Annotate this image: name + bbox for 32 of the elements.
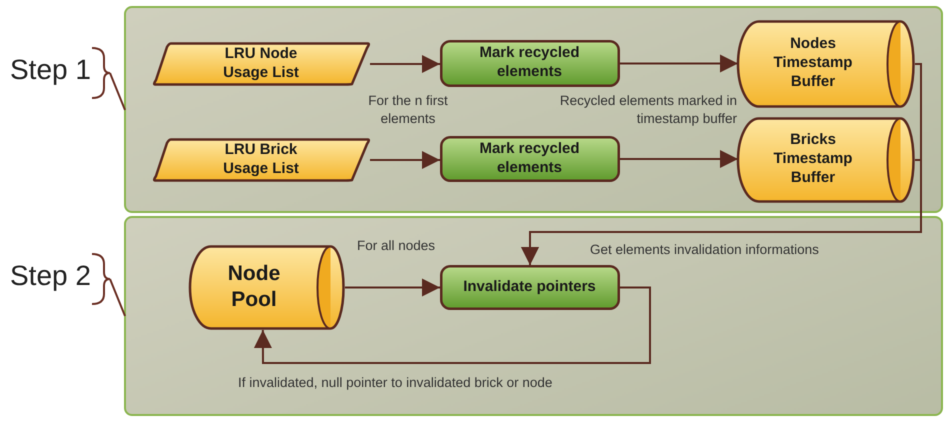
node-label: Nodes Timestamp Buffer bbox=[772, 35, 854, 92]
node-label: Mark recycled elements bbox=[478, 140, 581, 178]
arrow bbox=[620, 150, 738, 168]
process-box bbox=[440, 264, 620, 310]
edge-label: If invalidated, null pointer to invalidated brick or node bbox=[238, 374, 554, 392]
process-box bbox=[440, 40, 620, 86]
step-label: Step 2 bbox=[10, 260, 91, 292]
arrow bbox=[254, 286, 651, 364]
data-parallelogram bbox=[152, 42, 370, 86]
step-panel bbox=[124, 216, 943, 416]
edge-label: Recycled elements marked in timestamp buffer bbox=[558, 92, 737, 128]
node-label: Mark recycled elements bbox=[478, 44, 581, 82]
node-label: Node Pool bbox=[226, 260, 282, 313]
edge-label: For the n first elements bbox=[367, 92, 449, 128]
node-label: Invalidate pointers bbox=[463, 278, 596, 296]
node-label: Bricks Timestamp Buffer bbox=[772, 131, 854, 188]
data-parallelogram bbox=[152, 138, 370, 182]
arrow bbox=[370, 151, 440, 169]
edge-label: Get elements invalidation informations bbox=[590, 241, 820, 259]
arrow bbox=[370, 55, 440, 73]
node-label: LRU Brick Usage List bbox=[222, 140, 300, 178]
node-label: LRU Node Usage List bbox=[222, 44, 300, 82]
step-label: Step 1 bbox=[10, 54, 91, 86]
storage-cylinder bbox=[738, 20, 914, 108]
arrow bbox=[345, 278, 440, 296]
storage-cylinder bbox=[738, 116, 914, 202]
arrow bbox=[521, 159, 922, 265]
storage-cylinder bbox=[190, 244, 344, 330]
arrow bbox=[620, 54, 738, 72]
process-box bbox=[440, 136, 620, 182]
edge-label: For all nodes bbox=[357, 237, 436, 255]
step-panel bbox=[124, 6, 943, 213]
